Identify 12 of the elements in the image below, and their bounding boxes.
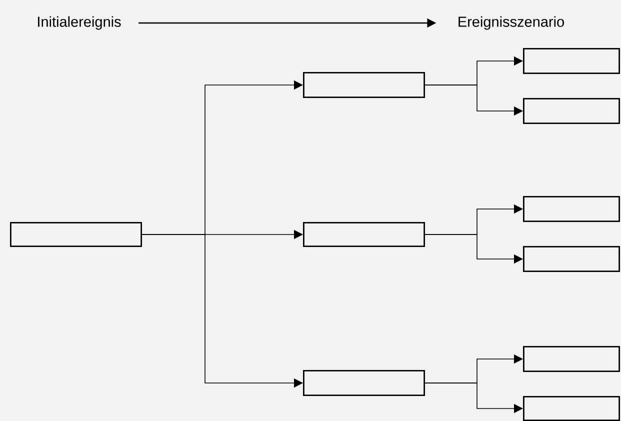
empty-box [303, 370, 425, 396]
heading-text: Initialereignis [38, 16, 121, 30]
empty-box [523, 98, 620, 124]
empty-box [10, 222, 142, 247]
empty-box [523, 48, 620, 74]
empty-box [523, 396, 620, 421]
empty-box [523, 346, 620, 372]
heading-text: Ereignisszenario [458, 16, 564, 30]
empty-box [523, 246, 620, 272]
empty-box [303, 222, 425, 247]
empty-box [523, 196, 620, 222]
empty-box [303, 72, 425, 98]
